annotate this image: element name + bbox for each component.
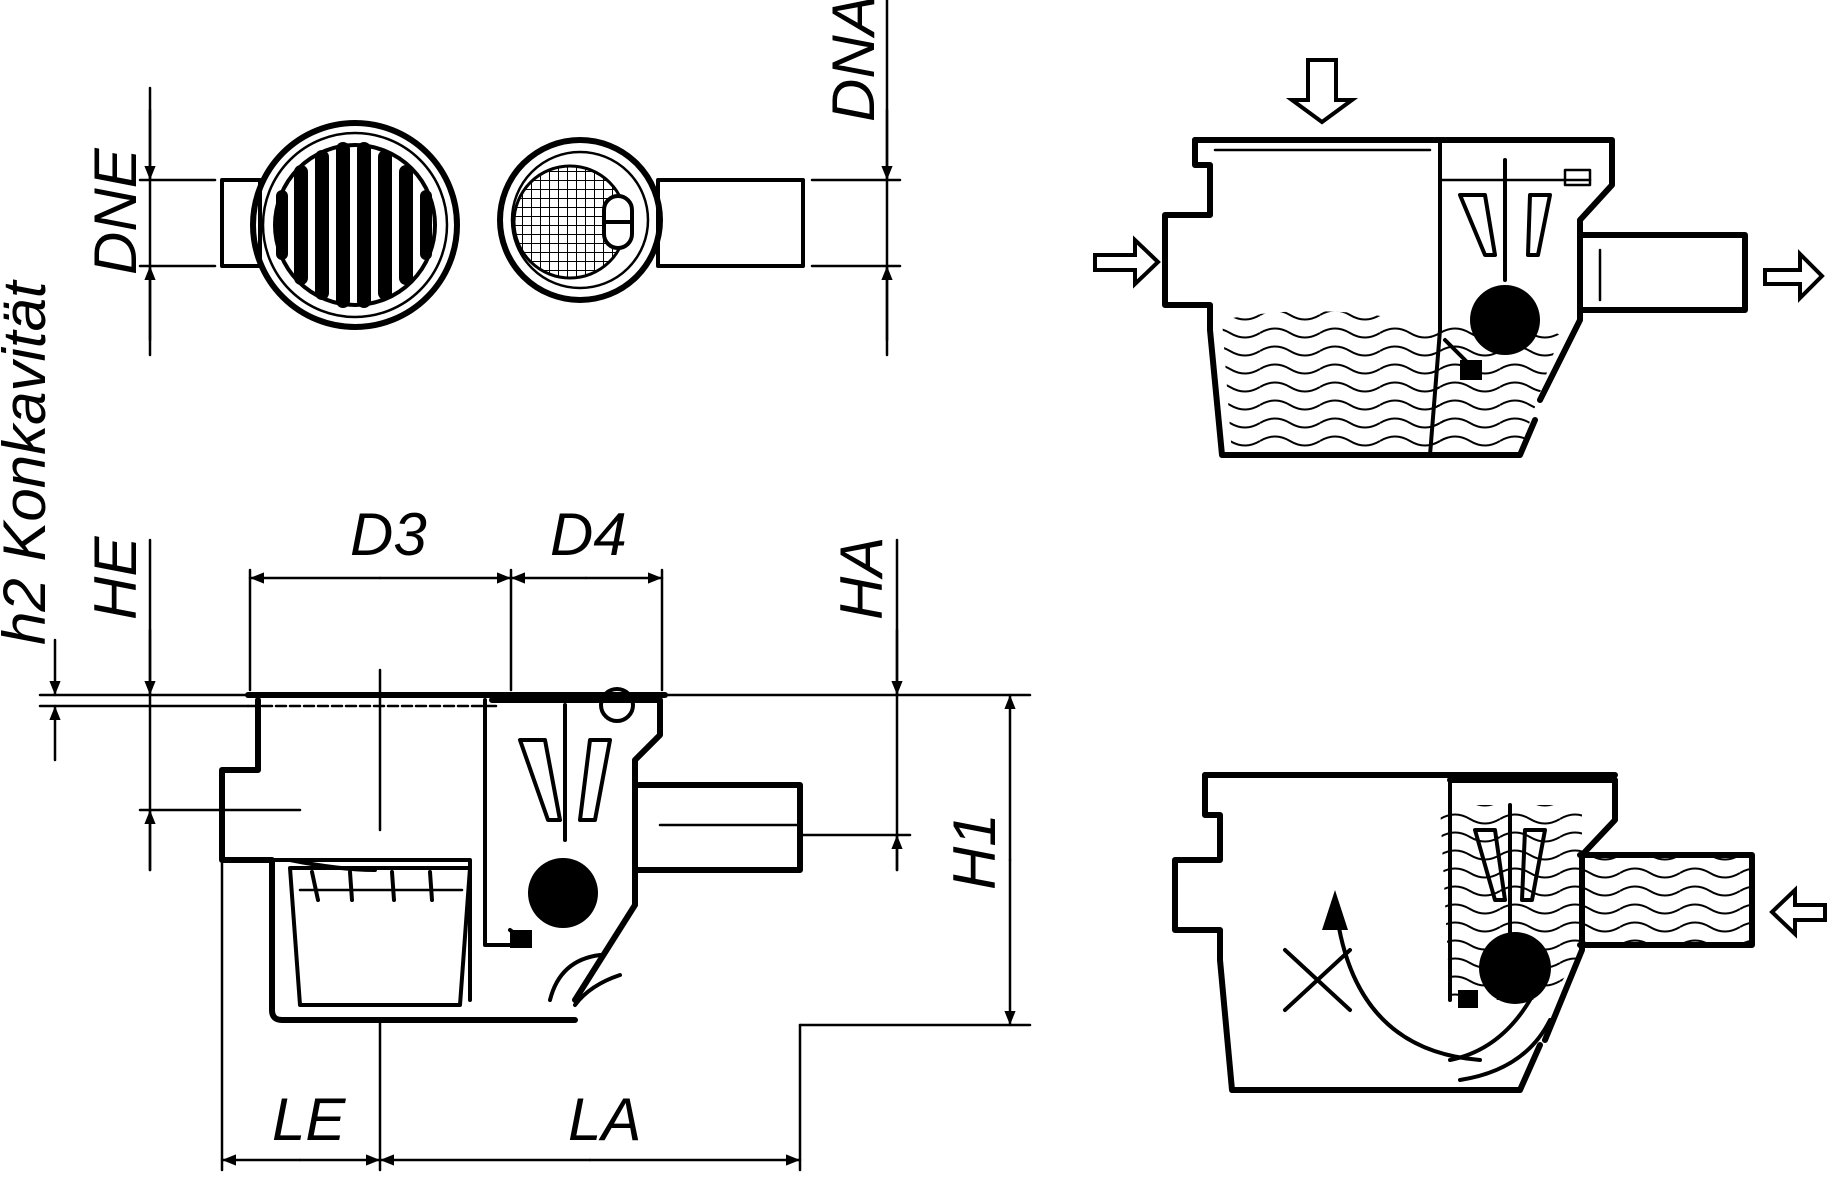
normal-flow-view: [1093, 58, 1825, 458]
label-dna: DNA: [820, 0, 887, 122]
drain-body-circle: [250, 120, 460, 330]
label-h1: H1: [941, 813, 1008, 890]
inlet-pipe-top: [220, 178, 262, 268]
drain-inner-ring: [261, 131, 449, 319]
label-dne: DNE: [82, 147, 149, 275]
label-d3: D3: [350, 501, 427, 568]
left-chamber-wall: [219, 697, 578, 1023]
label-le: LE: [272, 1086, 346, 1153]
inflow-arrow-top: [1285, 58, 1359, 125]
inflow-arrow-left: [1093, 235, 1161, 289]
grate-ring: [273, 143, 437, 307]
label-he: HE: [82, 536, 149, 620]
blocked-x-icon: [1283, 948, 1352, 1012]
label-ha: HA: [828, 537, 895, 620]
label-h2-konkavitaet: h2 Konkavität: [0, 279, 58, 645]
valve-chamber-circle: [497, 137, 663, 303]
label-d4: D4: [550, 501, 627, 568]
outlet-pipe-top: [656, 178, 805, 268]
inner-basket: [288, 866, 472, 1007]
outflow-arrow-right: [1763, 249, 1825, 303]
side-section-view: h2 Konkavität HE D3 D4 HA H1 LE LA: [0, 279, 1032, 1172]
float-ball: [528, 858, 598, 928]
valve-chamber-wall: [489, 697, 663, 1003]
outlet-pipe-side: [632, 782, 803, 873]
top-view: DNE DNA: [82, 0, 902, 357]
backflow-view: [1172, 772, 1827, 1093]
backflow-arrow: [1769, 885, 1827, 939]
grate-slots: [276, 142, 432, 308]
label-la: LA: [568, 1086, 641, 1153]
valve-inner-ring: [510, 150, 650, 290]
